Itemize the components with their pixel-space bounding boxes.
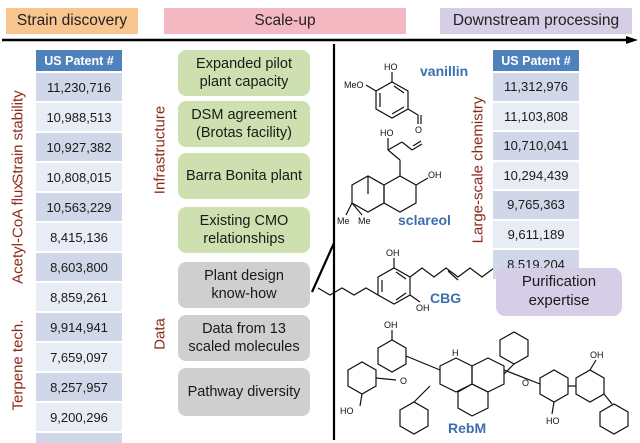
patent-cell: 9,200,296 bbox=[36, 401, 122, 432]
patent-cell: 8,257,957 bbox=[36, 371, 122, 402]
strain-patent-table: US Patent # 11,230,716 10,988,513 10,927… bbox=[36, 50, 122, 443]
atom-label: Me bbox=[337, 216, 350, 226]
box-purification-expertise: Purification expertise bbox=[496, 268, 622, 316]
patent-cell: 8,415,136 bbox=[36, 221, 122, 252]
atom-label: MeO bbox=[344, 80, 364, 90]
patent-cell: 11,230,716 bbox=[36, 71, 122, 102]
patent-cell: 10,808,015 bbox=[36, 161, 122, 192]
atom-label: OH bbox=[428, 170, 442, 180]
molecule-name-vanillin: vanillin bbox=[420, 63, 469, 79]
atom-label: HO bbox=[340, 406, 354, 416]
box-dsm-agreement: DSM agreement (Brotas facility) bbox=[178, 101, 310, 147]
chemistry-patent-table: US Patent # 11,312,976 11,103,808 10,710… bbox=[493, 50, 579, 279]
phase-header-strain-discovery: Strain discovery bbox=[6, 8, 138, 34]
patent-cell: 10,710,041 bbox=[493, 130, 579, 161]
phase-header-scale-up: Scale-up bbox=[164, 8, 406, 34]
atom-label: O bbox=[415, 125, 422, 135]
patent-cell: 10,927,382 bbox=[36, 131, 122, 162]
box-barra-bonita-plant: Barra Bonita plant bbox=[178, 153, 310, 199]
molecule-name-sclareol: sclareol bbox=[398, 212, 451, 228]
patent-cell: 11,103,808 bbox=[493, 100, 579, 131]
patent-cell: 9,765,363 bbox=[493, 189, 579, 220]
atom-label: O bbox=[522, 378, 529, 388]
atom-label: OH bbox=[384, 320, 398, 330]
phase-header-downstream-processing: Downstream processing bbox=[440, 8, 632, 34]
box-existing-cmo: Existing CMO relationships bbox=[178, 207, 310, 253]
atom-label: H bbox=[452, 348, 459, 358]
atom-label: HO bbox=[384, 62, 398, 72]
box-plant-design: Plant design know-how bbox=[178, 262, 310, 308]
patent-cell: 10,988,513 bbox=[36, 101, 122, 132]
patent-cell: 8,603,800 bbox=[36, 251, 122, 282]
atom-label: OH bbox=[590, 350, 604, 360]
atom-label: Me bbox=[358, 216, 371, 226]
box-scaled-molecules: Data from 13 scaled molecules bbox=[178, 315, 310, 361]
atom-label: OH bbox=[386, 248, 400, 258]
atom-label: HO bbox=[546, 416, 560, 426]
patent-cell: 8,859,261 bbox=[36, 281, 122, 312]
table-header: US Patent # bbox=[36, 50, 122, 72]
box-expanded-pilot-plant: Expanded pilot plant capacity bbox=[178, 50, 310, 96]
patent-cell: 10,106,822 bbox=[36, 431, 122, 443]
atom-label: HO bbox=[380, 128, 394, 138]
label-large-scale-chemistry: Large-scale chemistry bbox=[469, 96, 487, 244]
patent-cell: 9,914,941 bbox=[36, 311, 122, 342]
patent-cell: 11,312,976 bbox=[493, 71, 579, 102]
patent-cell: 9,611,189 bbox=[493, 218, 579, 249]
molecule-name-rebm: RebM bbox=[448, 420, 487, 436]
atom-label: OH bbox=[416, 303, 430, 313]
patent-cell: 10,563,229 bbox=[36, 191, 122, 222]
box-pathway-diversity: Pathway diversity bbox=[178, 368, 310, 416]
patent-cell: 7,659,097 bbox=[36, 341, 122, 372]
patent-cell: 10,294,439 bbox=[493, 159, 579, 190]
timeline-arrow bbox=[2, 36, 638, 44]
atom-label: O bbox=[400, 376, 407, 386]
table-header: US Patent # bbox=[493, 50, 579, 72]
molecule-name-cbg: CBG bbox=[430, 290, 462, 306]
